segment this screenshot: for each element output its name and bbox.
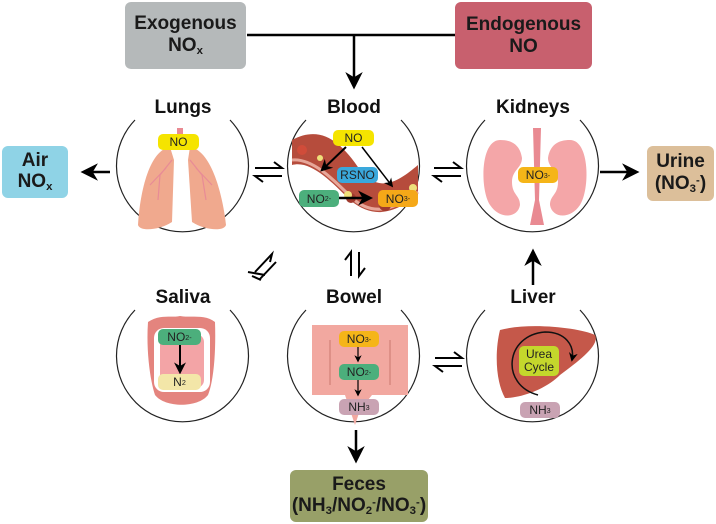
- exogenous-nox-box: Exogenous NOx: [125, 2, 246, 69]
- arrow-no-to-no3: [361, 146, 394, 188]
- air-label: Air: [21, 149, 49, 171]
- endogenous-species: NO: [509, 35, 538, 57]
- exogenous-species: NOx: [168, 34, 203, 57]
- bowel-title: Bowel: [326, 287, 382, 308]
- liver-circle: [465, 309, 600, 423]
- liver-title: Liver: [510, 287, 556, 308]
- exogenous-label: Exogenous: [134, 13, 237, 35]
- feces-label: Feces: [332, 473, 386, 495]
- urea-label: Urea: [525, 346, 552, 361]
- blood-no-pill: NO: [333, 130, 374, 146]
- lungs-no-pill: NO: [158, 134, 199, 150]
- equilibrium-bowel-liver: [432, 351, 465, 373]
- air-nox-box: Air NOx: [2, 146, 68, 198]
- saliva-circle: [115, 309, 250, 423]
- feces-box: Feces (NH3/NO2-/NO3-): [290, 470, 428, 522]
- urine-box: Urine (NO3-): [647, 146, 714, 201]
- air-species: NOx: [17, 171, 53, 194]
- equilibrium-blood-kidneys: [431, 161, 464, 183]
- blood-circle: [286, 119, 421, 233]
- lungs-illustration: [138, 128, 226, 230]
- kidneys-circle: [465, 119, 600, 233]
- equilibrium-blood-bowel: [344, 249, 366, 279]
- blood-title: Blood: [327, 97, 381, 118]
- bowel-circle: [286, 309, 421, 423]
- equilibrium-lungs-blood: [252, 161, 285, 183]
- urine-species: (NO3-): [654, 172, 707, 195]
- lungs-title: Lungs: [154, 97, 212, 118]
- endogenous-no-box: Endogenous NO: [455, 2, 592, 69]
- equilibrium-lungs-saliva: [247, 250, 277, 281]
- feces-species: (NH3/NO2-/NO3-): [291, 495, 427, 518]
- lungs-circle: [115, 119, 250, 233]
- blood-rsno-pill: RSNO: [337, 167, 378, 183]
- urea-cycle-arrow: [511, 331, 578, 396]
- arrow-no-to-no2: [320, 146, 347, 172]
- cycle-label: Cycle: [523, 360, 554, 374]
- saliva-title: Saliva: [155, 287, 211, 308]
- urine-label: Urine: [656, 151, 705, 173]
- urea-cycle-pill: Urea Cycle: [519, 346, 559, 376]
- kidneys-illustration: [483, 128, 587, 225]
- kidneys-title: Kidneys: [496, 97, 570, 118]
- endogenous-label: Endogenous: [465, 13, 582, 35]
